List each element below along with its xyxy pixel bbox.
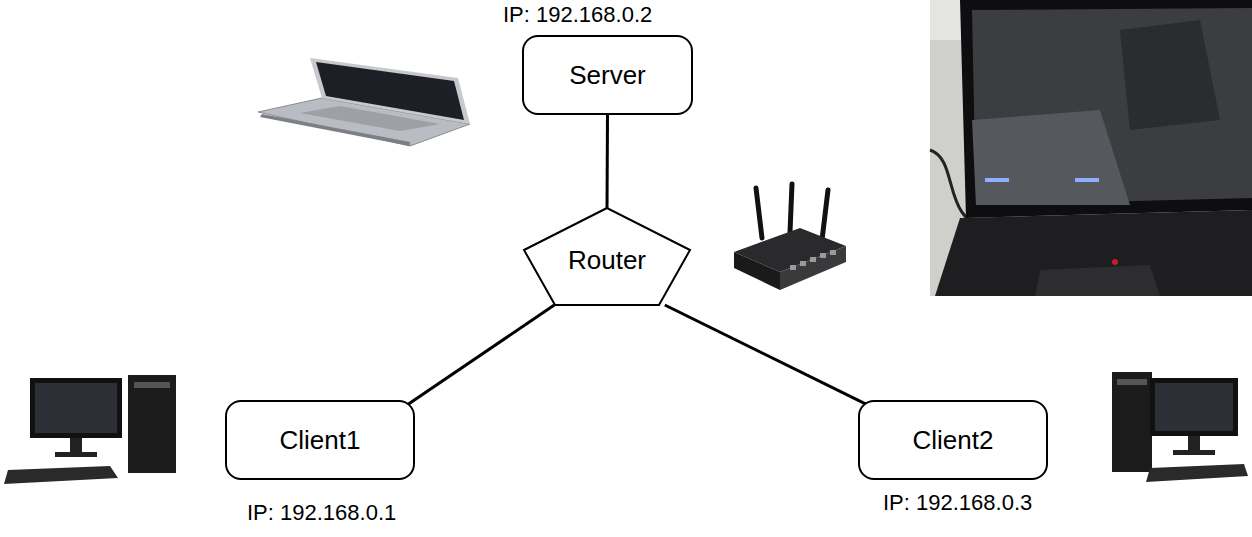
network-link bbox=[606, 115, 610, 208]
router-pentagon: Router bbox=[522, 207, 692, 307]
network-link bbox=[407, 305, 554, 405]
client-box: Client1 bbox=[225, 400, 415, 480]
desktop-illustration bbox=[1112, 372, 1248, 482]
node-label: Client2 bbox=[913, 425, 994, 456]
network-link bbox=[665, 305, 868, 405]
node-label: Server bbox=[569, 60, 646, 91]
photo-illustration bbox=[930, 0, 1252, 296]
desktop-illustration bbox=[4, 375, 176, 484]
ip-label: IP: 192.168.0.2 bbox=[503, 2, 652, 28]
pentagon-shape bbox=[524, 208, 690, 305]
client-box: Client2 bbox=[858, 400, 1048, 480]
ip-label: IP: 192.168.0.1 bbox=[247, 500, 396, 526]
server-box: Server bbox=[522, 35, 693, 115]
laptop-illustration bbox=[258, 58, 470, 146]
node-label: Client1 bbox=[280, 425, 361, 456]
router-illustration bbox=[734, 184, 846, 290]
ip-label: IP: 192.168.0.3 bbox=[883, 490, 1032, 516]
node-label: Router bbox=[568, 245, 646, 276]
